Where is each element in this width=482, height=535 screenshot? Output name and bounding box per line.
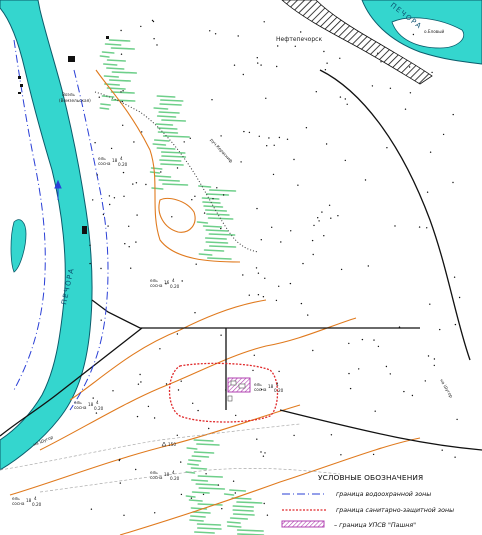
svg-text:18: 18: [164, 472, 170, 477]
sanitary-zone-boundary: [168, 362, 279, 423]
svg-text:ель: ель: [150, 470, 158, 475]
svg-text:4: 4: [96, 400, 99, 405]
lake-left: [10, 219, 27, 273]
legend-title: УСЛОВНЫЕ ОБОЗНАЧЕНИЯ: [318, 473, 423, 482]
svg-text:4: 4: [172, 278, 175, 283]
svg-text:4: 4: [34, 496, 37, 501]
svg-text:сосна: сосна: [74, 405, 87, 410]
legend-symbol-upsv: [281, 520, 325, 528]
village-sub-label: (Вомзельская): [59, 98, 91, 103]
hatched-area: [281, 0, 433, 85]
main-road: [0, 69, 482, 451]
island: [391, 17, 465, 49]
elevation-label: 150: [168, 442, 176, 447]
forest-marker-3: ель сосна 18 4 0.20: [74, 400, 104, 411]
island-label: о.Еловый: [424, 29, 445, 34]
village-label: Воэль: [62, 92, 75, 97]
svg-text:ель: ель: [74, 400, 82, 405]
svg-text:16: 16: [164, 280, 170, 285]
legend-item-sanitary-zone: граница санитарно-защитной зоны: [282, 507, 454, 514]
svg-text:18: 18: [268, 384, 274, 389]
svg-text:сосна: сосна: [98, 161, 111, 166]
forest-marker-4: ель сосна 18 4 0.20: [254, 382, 284, 393]
svg-text:0.20: 0.20: [94, 406, 104, 411]
svg-text:4: 4: [172, 470, 175, 475]
svg-text:– граница УПСВ "Пашня": – граница УПСВ "Пашня": [334, 522, 416, 529]
svg-text:0.20: 0.20: [32, 502, 42, 507]
svg-text:18: 18: [26, 498, 32, 503]
svg-text:18: 18: [88, 402, 94, 407]
forest-marker-5: ель сосна 18 4 0.20: [150, 470, 180, 481]
svg-text:ель: ель: [150, 278, 158, 283]
svg-text:граница санитарно-защитной зон: граница санитарно-защитной зоны: [336, 507, 454, 514]
svg-text:сосна: сосна: [254, 387, 267, 392]
svg-text:сосна: сосна: [150, 475, 163, 480]
forest-marker-1: ель сосна 18 4 0.20: [98, 156, 128, 167]
svg-text:ель: ель: [254, 382, 262, 387]
svg-text:0.20: 0.20: [170, 476, 180, 481]
svg-text:4: 4: [276, 382, 279, 387]
legend-item-upsv: – граница УПСВ "Пашня": [281, 520, 416, 529]
forest-marker-2: ель сосна 16 4 0.20: [150, 278, 180, 289]
dashed-tracks: [0, 423, 341, 493]
svg-text:0.20: 0.20: [118, 162, 128, 167]
forest-marker-6: ель сосна 18 4 0.20: [12, 496, 42, 507]
tree-dots: [89, 19, 461, 516]
river-pechora: [0, 0, 93, 471]
svg-text:сосна: сосна: [12, 501, 25, 506]
upsv-facility: [227, 377, 251, 402]
buildings: [18, 36, 109, 234]
svg-text:4: 4: [120, 156, 123, 161]
svg-text:18: 18: [112, 158, 118, 163]
flow-arrow: [54, 179, 62, 200]
town-label: Нефтепечорск: [276, 36, 322, 43]
legend: УСЛОВНЫЕ ОБОЗНАЧЕНИЯ граница водоохранно…: [281, 473, 454, 529]
svg-text:0.20: 0.20: [170, 284, 180, 289]
svg-text:граница водоохранной зоны: граница водоохранной зоны: [336, 491, 431, 498]
svg-text:сосна: сосна: [150, 283, 163, 288]
legend-item-water-zone: граница водоохранной зоны: [282, 491, 431, 498]
svg-text:ель: ель: [12, 496, 20, 501]
svg-text:0.20: 0.20: [274, 388, 284, 393]
elevation-icon: [161, 441, 167, 447]
svg-text:ель: ель: [98, 156, 106, 161]
water-protection-zone: [13, 39, 109, 411]
